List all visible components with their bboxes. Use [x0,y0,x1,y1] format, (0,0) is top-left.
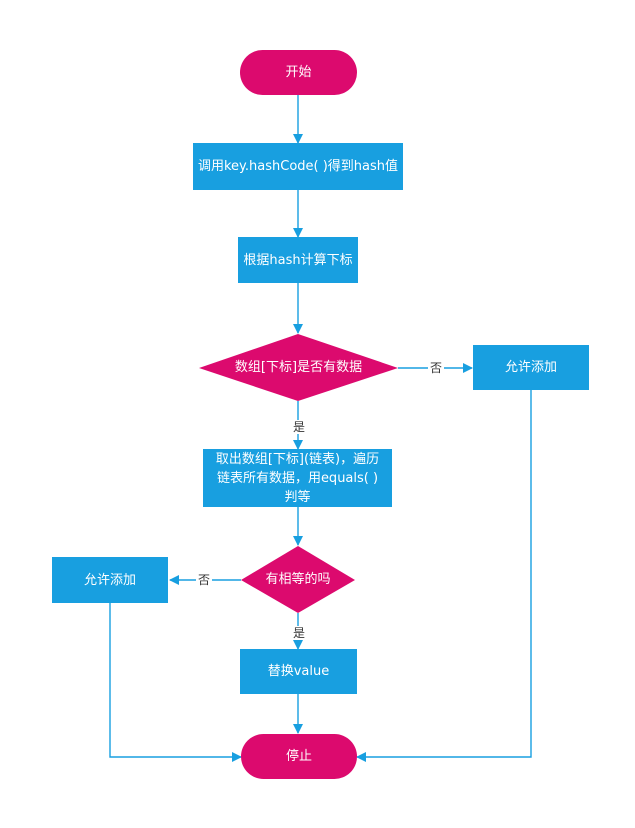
stop-node-label: 停止 [285,749,312,764]
add-right-node-label: 允许添加 [504,360,557,375]
traverse-node-label: 取出数组[下标](链表)，遍历链表所有数据，用equals( )判等 [215,451,380,505]
start-node: 开始 [240,50,357,95]
edge-label-array-yes: 是 [291,420,308,434]
hashcode-node-label: 调用key.hashCode( )得到hash值 [197,159,399,174]
edge-label-equal-no: 否 [196,573,213,587]
edge-addleft-stop [109,603,242,762]
decision-array-shape [199,334,398,401]
index-node: 根据hash计算下标 [238,237,358,283]
edge-addright-stop [356,390,532,762]
check-array-node: 数组[下标]是否有数据 [199,334,398,401]
add-left-node-label: 允许添加 [83,572,136,588]
index-node-label: 根据hash计算下标 [243,252,353,268]
hashcode-node: 调用key.hashCode( )得到hash值 [193,143,403,190]
decision-equal-shape [241,546,355,613]
add-right-node: 允许添加 [473,345,589,390]
add-left-node: 允许添加 [52,557,168,603]
stop-node: 停止 [241,734,357,779]
start-node-label: 开始 [285,65,312,80]
replace-node-label: 替换value [267,664,330,679]
check-array-node-label: 数组[下标]是否有数据 [234,360,363,375]
replace-node: 替换value [240,649,357,694]
check-equal-node: 有相等的吗 [241,546,355,613]
check-equal-node-label: 有相等的吗 [265,572,331,587]
edge-label-array-no: 否 [428,361,445,375]
edge-label-equal-yes: 是 [291,626,308,640]
traverse-node: 取出数组[下标](链表)，遍历链表所有数据，用equals( )判等 [203,449,392,507]
